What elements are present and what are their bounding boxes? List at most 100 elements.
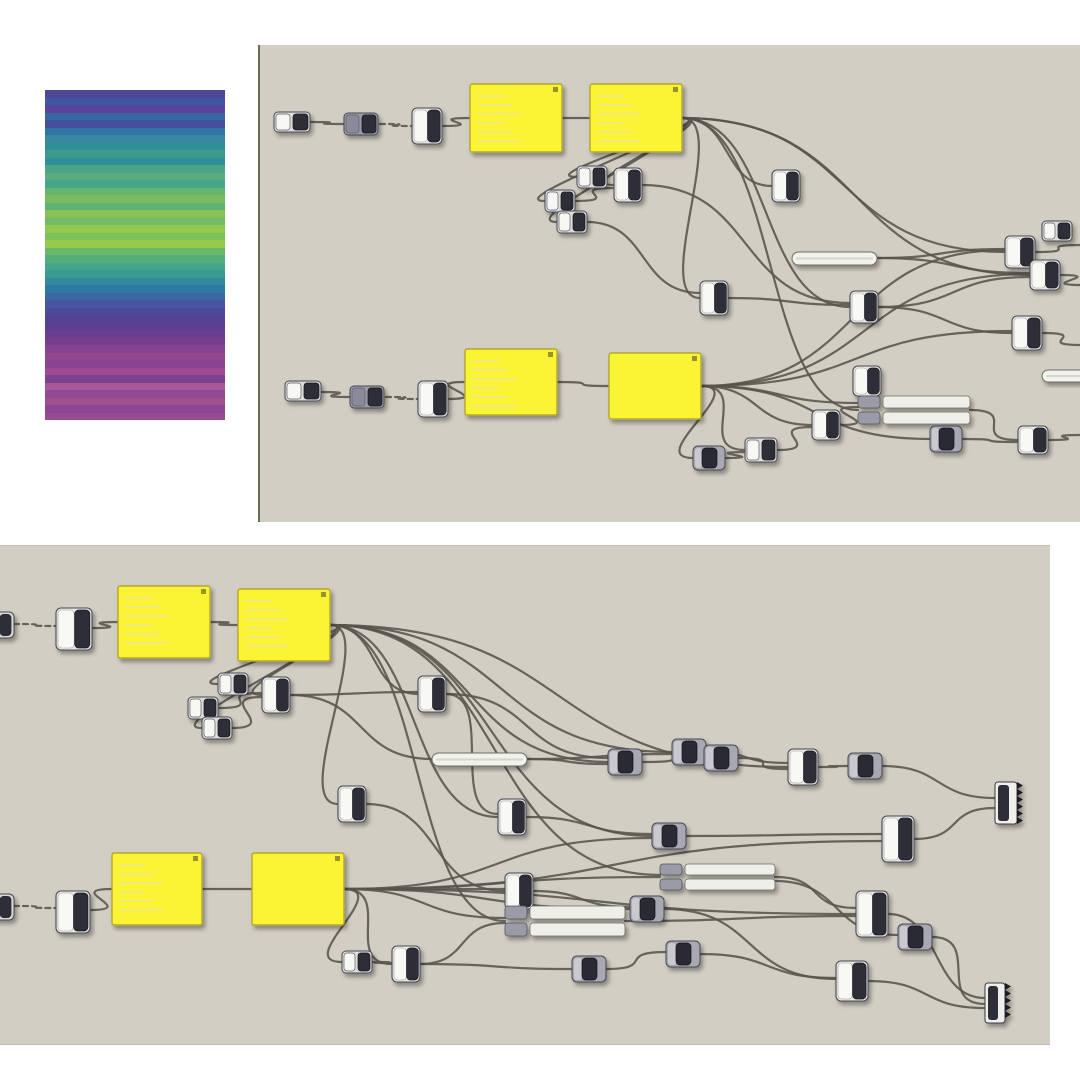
wire: [525, 752, 674, 761]
wire: [684, 832, 884, 838]
node-canvas-top[interactable]: [260, 45, 1080, 522]
gh-param[interactable]: [1011, 315, 1043, 351]
gh-param[interactable]: [417, 380, 449, 418]
gradient-stripe: [45, 315, 225, 323]
gh-param[interactable]: [417, 675, 447, 713]
gh-param-clipped[interactable]: [0, 611, 15, 639]
gh-component[interactable]: [607, 748, 643, 776]
gh-param[interactable]: [852, 365, 882, 397]
gh-param-pair[interactable]: [217, 672, 249, 696]
gh-panel[interactable]: [464, 348, 558, 416]
gh-component[interactable]: [665, 940, 701, 968]
gh-param-pair[interactable]: [556, 210, 588, 234]
gh-param[interactable]: [261, 676, 291, 714]
gh-slider[interactable]: [791, 251, 878, 266]
gh-param-pair[interactable]: [1041, 220, 1073, 242]
gh-component[interactable]: [671, 738, 707, 766]
gh-param-pair[interactable]: [576, 165, 608, 189]
gh-panel[interactable]: [111, 852, 203, 926]
gh-param[interactable]: [1017, 425, 1049, 455]
wire: [328, 623, 674, 754]
gh-slider[interactable]: [1041, 369, 1080, 383]
wire: [968, 408, 1020, 442]
gradient-stripe: [45, 390, 225, 398]
gh-param[interactable]: [849, 290, 879, 324]
wire: [536, 116, 691, 203]
gh-param[interactable]: [613, 167, 643, 203]
wire: [838, 405, 860, 427]
gradient-stripe: [45, 397, 225, 405]
gh-param[interactable]: [504, 872, 534, 910]
gh-param-clipped[interactable]: [0, 893, 15, 921]
gh-param-pair[interactable]: [744, 437, 778, 463]
gh-param-pair[interactable]: [273, 111, 311, 133]
gh-slider[interactable]: [431, 752, 528, 767]
gradient-stripe: [45, 247, 225, 255]
gh-param[interactable]: [699, 280, 729, 316]
gh-panel[interactable]: [251, 852, 345, 926]
wire: [230, 695, 264, 730]
wire: [288, 693, 434, 761]
wire: [960, 437, 1020, 444]
gh-param[interactable]: [337, 785, 367, 823]
gh-panel[interactable]: [469, 83, 563, 153]
gradient-stripe: [45, 180, 225, 188]
gh-param[interactable]: [391, 945, 421, 983]
gh-component[interactable]: [897, 923, 933, 951]
gh-param-pair[interactable]: [341, 950, 373, 974]
gradient-stripe: [45, 375, 225, 383]
gh-component[interactable]: [629, 895, 665, 923]
node-canvas-bottom[interactable]: [0, 546, 1050, 1046]
wire: [555, 380, 611, 388]
gh-param[interactable]: [55, 890, 91, 934]
gh-param[interactable]: [811, 409, 841, 441]
gh-value-list[interactable]: [504, 905, 626, 937]
wire: [370, 960, 394, 965]
wire: [699, 384, 814, 427]
gh-panel[interactable]: [117, 585, 211, 659]
wire: [1033, 243, 1080, 254]
gh-component[interactable]: [571, 955, 607, 983]
gh-param[interactable]: [771, 169, 801, 203]
gh-param[interactable]: [1029, 259, 1061, 291]
gh-panel[interactable]: [589, 83, 683, 153]
gh-component[interactable]: [703, 744, 739, 772]
gh-component[interactable]: [847, 752, 883, 780]
gh-param[interactable]: [1004, 235, 1036, 269]
gh-param[interactable]: [835, 960, 869, 1002]
wire: [699, 384, 747, 452]
wire: [1058, 273, 1080, 287]
gh-param[interactable]: [787, 748, 819, 786]
gh-param[interactable]: [855, 890, 889, 938]
gh-param-pair[interactable]: [187, 696, 219, 720]
gradient-stripe: [45, 300, 225, 308]
gh-param-pair[interactable]: [544, 189, 576, 213]
wire: [699, 272, 1032, 388]
wire: [816, 764, 850, 769]
gh-value-list[interactable]: [857, 395, 971, 425]
gradient-stripe: [45, 157, 225, 165]
gh-param-pair[interactable]: [201, 716, 233, 740]
wire: [418, 921, 507, 966]
gradient-stripe: [45, 412, 225, 420]
gh-param[interactable]: [411, 107, 443, 145]
gradient-strip: [45, 90, 225, 420]
gh-data-panel[interactable]: [984, 982, 1011, 1024]
gh-param-pair[interactable]: [343, 112, 379, 136]
gh-param-pair[interactable]: [349, 385, 385, 409]
gh-panel[interactable]: [608, 352, 702, 420]
gh-param[interactable]: [55, 607, 93, 651]
gh-component[interactable]: [651, 822, 687, 850]
gh-panel[interactable]: [237, 588, 331, 662]
gh-value-list[interactable]: [659, 863, 776, 891]
gh-param-pair[interactable]: [284, 380, 322, 402]
gh-data-panel[interactable]: [994, 781, 1023, 825]
wire: [726, 296, 852, 307]
gh-component[interactable]: [692, 445, 726, 471]
gh-param[interactable]: [497, 798, 527, 836]
gradient-stripe: [45, 217, 225, 225]
wire: [328, 623, 662, 877]
wire: [623, 914, 858, 923]
gh-param[interactable]: [881, 815, 915, 863]
gh-component[interactable]: [929, 425, 963, 453]
